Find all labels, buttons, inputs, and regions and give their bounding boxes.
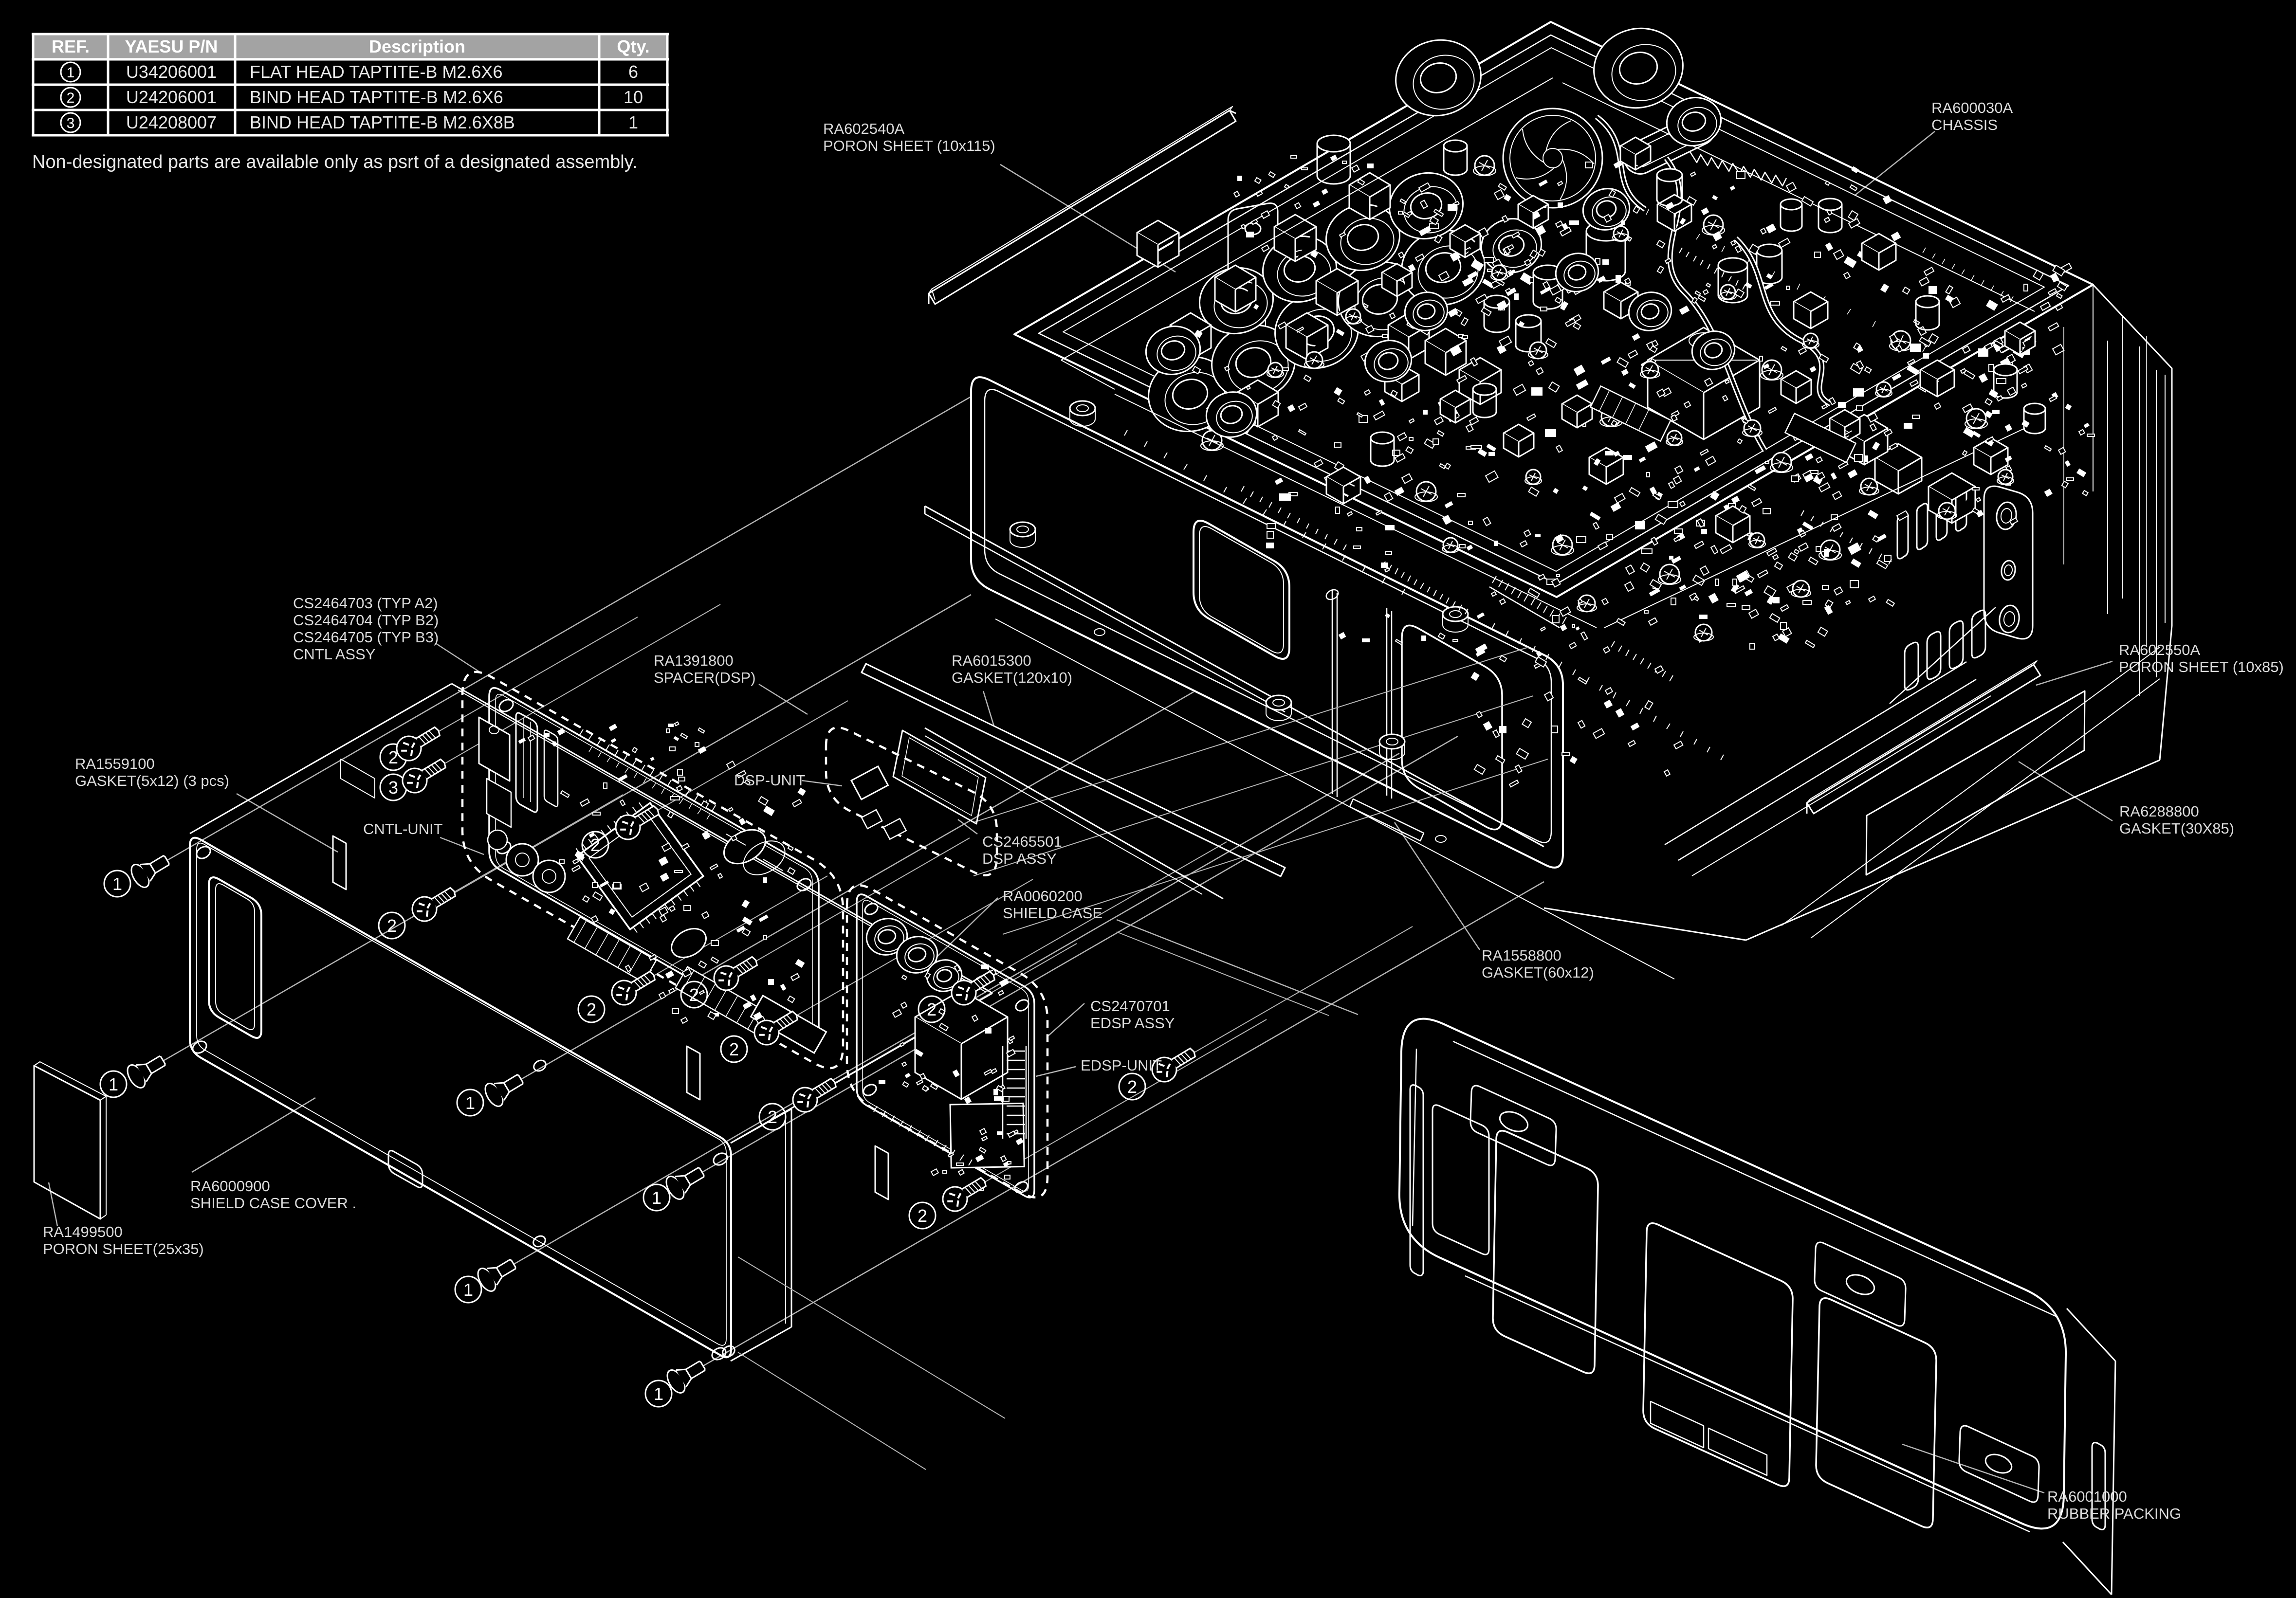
- svg-text:2: 2: [729, 1039, 739, 1059]
- svg-text:1: 1: [628, 112, 638, 132]
- svg-text:CNTL-UNIT: CNTL-UNIT: [363, 820, 443, 837]
- svg-text:CS2464705 (TYP B3): CS2464705 (TYP B3): [293, 629, 439, 646]
- svg-text:10: 10: [624, 87, 643, 107]
- svg-text:2: 2: [768, 1107, 777, 1127]
- svg-text:CS2464703 (TYP A2): CS2464703 (TYP A2): [293, 595, 438, 612]
- svg-text:Qty.: Qty.: [617, 36, 649, 56]
- svg-text:1: 1: [463, 1280, 473, 1300]
- svg-text:YAESU P/N: YAESU P/N: [125, 36, 218, 56]
- svg-text:6: 6: [628, 62, 638, 82]
- svg-text:U24206001: U24206001: [126, 87, 217, 107]
- svg-text:RA6001000: RA6001000: [2047, 1488, 2127, 1505]
- svg-text:RA1499500: RA1499500: [43, 1223, 123, 1240]
- svg-text:CS2465501: CS2465501: [982, 833, 1062, 850]
- svg-text:REF.: REF.: [52, 36, 90, 56]
- svg-text:2: 2: [388, 747, 398, 767]
- svg-text:FLAT HEAD TAPTITE-B M2.6X6: FLAT HEAD TAPTITE-B M2.6X6: [250, 62, 502, 82]
- svg-text:PORON SHEET(25x35): PORON SHEET(25x35): [43, 1240, 204, 1257]
- svg-text:GASKET(120x10): GASKET(120x10): [952, 669, 1072, 686]
- svg-text:CHASSIS: CHASSIS: [1931, 116, 1998, 133]
- svg-text:RA602540A: RA602540A: [823, 120, 905, 137]
- svg-text:2: 2: [927, 999, 937, 1019]
- svg-text:Description: Description: [369, 36, 465, 56]
- svg-text:1: 1: [67, 65, 75, 81]
- svg-text:2: 2: [689, 985, 699, 1005]
- svg-text:EDSP-UNIT: EDSP-UNIT: [1081, 1057, 1162, 1074]
- svg-text:CS2464704 (TYP B2): CS2464704 (TYP B2): [293, 612, 439, 629]
- svg-text:SHIELD CASE COVER .: SHIELD CASE COVER .: [190, 1195, 356, 1212]
- svg-text:RUBBER PACKING: RUBBER PACKING: [2047, 1505, 2181, 1522]
- svg-text:RA602550A: RA602550A: [2119, 641, 2201, 658]
- svg-text:2: 2: [1127, 1077, 1137, 1097]
- svg-text:GASKET(5x12) (3 pcs): GASKET(5x12) (3 pcs): [75, 772, 229, 789]
- svg-text:SHIELD CASE: SHIELD CASE: [1003, 905, 1102, 922]
- svg-text:1: 1: [112, 874, 122, 894]
- svg-text:BIND HEAD TAPTITE-B M2.6X8B: BIND HEAD TAPTITE-B M2.6X8B: [250, 112, 515, 132]
- svg-text:3: 3: [67, 115, 75, 131]
- svg-text:RA6288800: RA6288800: [2119, 803, 2199, 820]
- svg-text:CNTL ASSY: CNTL ASSY: [293, 646, 375, 663]
- svg-text:Non-designated parts are avail: Non-designated parts are available only …: [32, 152, 637, 172]
- svg-text:RA0060200: RA0060200: [1003, 888, 1083, 905]
- svg-text:DSP-UNIT: DSP-UNIT: [734, 772, 805, 789]
- svg-text:2: 2: [67, 90, 75, 106]
- svg-text:RA600030A: RA600030A: [1931, 99, 2013, 116]
- svg-text:PORON SHEET (10x85): PORON SHEET (10x85): [2119, 658, 2284, 675]
- svg-text:EDSP ASSY: EDSP ASSY: [1090, 1015, 1175, 1032]
- svg-text:GASKET(60x12): GASKET(60x12): [1482, 964, 1594, 981]
- svg-text:RA6015300: RA6015300: [952, 652, 1031, 669]
- svg-text:CS2470701: CS2470701: [1090, 998, 1170, 1015]
- svg-text:1: 1: [652, 1188, 661, 1208]
- svg-text:1: 1: [109, 1074, 118, 1094]
- svg-text:2: 2: [918, 1206, 927, 1226]
- svg-text:GASKET(30X85): GASKET(30X85): [2119, 820, 2234, 837]
- svg-text:RA6000900: RA6000900: [190, 1178, 270, 1195]
- svg-text:U24208007: U24208007: [126, 112, 217, 132]
- svg-text:2: 2: [387, 916, 397, 936]
- svg-text:BIND HEAD TAPTITE-B M2.6X6: BIND HEAD TAPTITE-B M2.6X6: [250, 87, 503, 107]
- svg-text:RA1558800: RA1558800: [1482, 947, 1561, 964]
- svg-text:1: 1: [654, 1384, 663, 1404]
- svg-text:3: 3: [388, 778, 398, 798]
- svg-text:U34206001: U34206001: [126, 62, 217, 82]
- svg-text:RA1559100: RA1559100: [75, 755, 155, 772]
- svg-text:RA1391800: RA1391800: [654, 652, 734, 669]
- svg-text:DSP ASSY: DSP ASSY: [982, 850, 1057, 867]
- svg-text:2: 2: [587, 999, 596, 1019]
- svg-text:PORON SHEET (10x115): PORON SHEET (10x115): [823, 137, 995, 154]
- svg-text:1: 1: [465, 1093, 475, 1113]
- svg-text:2: 2: [590, 835, 600, 855]
- svg-text:SPACER(DSP): SPACER(DSP): [654, 669, 756, 686]
